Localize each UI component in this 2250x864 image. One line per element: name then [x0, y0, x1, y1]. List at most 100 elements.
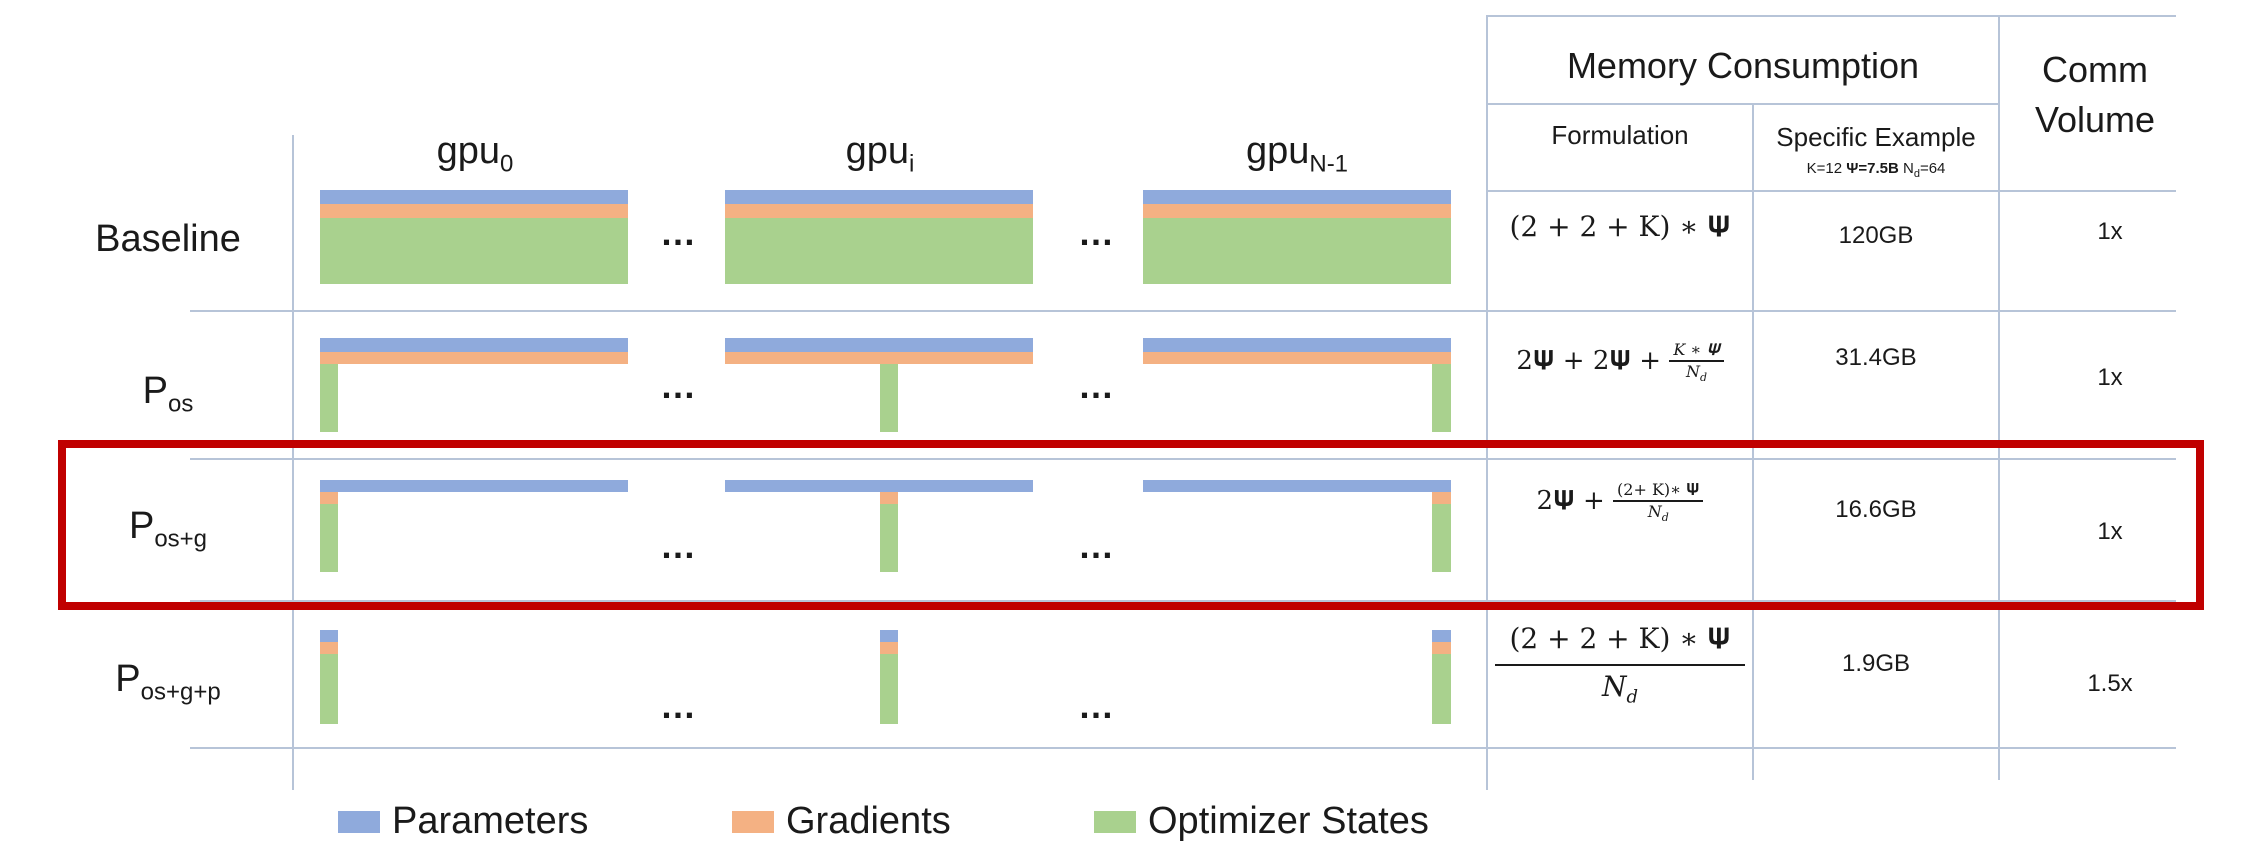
posgp-gpu0-gradients — [320, 642, 338, 654]
posgp-gpun-gradients — [1432, 642, 1451, 654]
pos-gpu0-optimizer — [320, 364, 338, 432]
pos-gpun-optimizer — [1432, 364, 1451, 432]
comm-volume-header: Comm Volume — [2034, 49, 2156, 140]
legend-parameters-swatch — [338, 810, 380, 833]
pos-gpui-parameters — [725, 338, 1033, 352]
row-pos-base: P — [142, 370, 168, 412]
formula-baseline: (2 + 2 + K) ∗ 𝚿 — [1509, 210, 1731, 243]
formula-posg: 2𝚿 + (2+ K)∗ 𝚿 Nd — [1488, 480, 1752, 524]
gpu-0-base: gpu — [436, 130, 501, 172]
example-nd-sub: d — [1913, 168, 1920, 180]
posg-gpu0-gradients — [320, 492, 338, 504]
legend-optimizer-label: Optimizer States — [1148, 800, 1429, 842]
posg-gpun-parameters — [1143, 480, 1451, 492]
formula-pos-den-sub: d — [1699, 371, 1707, 385]
posg-gpui-optimizer — [880, 504, 898, 572]
formula-posg-fraction: (2+ K)∗ 𝚿 Nd — [1613, 480, 1704, 525]
gpu-header-n-1: gpuN-1 — [1142, 130, 1452, 179]
posg-gpu0-optimizer — [320, 504, 338, 572]
formula-posg-num: (2+ K)∗ 𝚿 — [1613, 480, 1704, 502]
row-posg-sub: os+g — [154, 525, 208, 553]
comm-baseline: 1x — [2097, 218, 2123, 245]
baseline-gpu0-parameters — [320, 190, 628, 204]
grid-hline-row2 — [190, 458, 2176, 460]
posgp-gpui-gradients — [880, 642, 898, 654]
pos-ellipsis-2: … — [1078, 365, 1115, 406]
gpu-header-0: gpu0 — [320, 130, 630, 179]
posg-ellipsis-2: … — [1078, 525, 1115, 566]
example-nd-val: =64 — [1919, 160, 1946, 177]
baseline-gpu0-gradients — [320, 204, 628, 218]
memory-baseline: 120GB — [1838, 222, 1914, 249]
legend-optimizer-states: Optimizer States — [1094, 800, 1429, 843]
row-pos-sub: os — [168, 390, 194, 418]
highlight-pos-g-row — [58, 440, 2204, 610]
memory-posg: 16.6GB — [1835, 496, 1917, 523]
legend-parameters-label: Parameters — [392, 800, 589, 842]
posg-gpu0-parameters — [320, 480, 628, 492]
memory-pos: 31.4GB — [1835, 344, 1917, 371]
row-label-pos-g-p: Pos+g+p — [68, 658, 268, 707]
pos-gpui-optimizer — [880, 364, 898, 432]
comm-posg: 1x — [2097, 518, 2123, 545]
grid-hline-top — [1486, 15, 2176, 17]
row-label-baseline: Baseline — [68, 218, 268, 261]
grid-hline-row1 — [190, 310, 2176, 312]
baseline-gpun-gradients — [1143, 204, 1451, 218]
formula-posgp: (2 + 2 + K) ∗ 𝚿 Nd — [1494, 622, 1746, 708]
grid-hline-bottom — [190, 747, 2176, 749]
posg-gpun-optimizer — [1432, 504, 1451, 572]
formula-posgp-den-base: N — [1601, 670, 1627, 703]
legend-gradients-label: Gradients — [786, 800, 951, 842]
posg-gpun-gradients — [1432, 492, 1451, 504]
baseline-gpui-parameters — [725, 190, 1033, 204]
formula-pos-num: K ∗ 𝚿 — [1669, 340, 1724, 362]
baseline-gpun-parameters — [1143, 190, 1451, 204]
pos-gpun-gradients — [1143, 352, 1451, 364]
legend-optimizer-swatch — [1094, 810, 1136, 833]
baseline-gpui-gradients — [725, 204, 1033, 218]
example-k: K=12 — [1806, 160, 1843, 177]
comm-posgp: 1.5x — [2087, 670, 2133, 697]
formula-pos-left: 2𝚿 + 2𝚿 + — [1516, 346, 1662, 377]
formula-pos: 2𝚿 + 2𝚿 + K ∗ 𝚿 Nd — [1488, 340, 1752, 384]
posgp-gpu0-parameters — [320, 630, 338, 642]
posgp-gpu0-optimizer — [320, 654, 338, 724]
legend-gradients: Gradients — [732, 800, 951, 843]
formula-pos-fraction: K ∗ 𝚿 Nd — [1669, 340, 1724, 384]
pos-gpu0-parameters — [320, 338, 628, 352]
pos-gpu0-gradients — [320, 352, 628, 364]
gpu-n-1-base: gpu — [1245, 130, 1310, 172]
formula-posgp-den: Nd — [1495, 666, 1745, 708]
grid-vline-comm — [1998, 15, 2000, 780]
posgp-ellipsis-1: … — [660, 685, 697, 726]
row-label-pos: Pos — [68, 370, 268, 419]
posg-gpui-parameters — [725, 480, 1033, 492]
formula-posg-den-sub: d — [1661, 511, 1669, 525]
comm-pos: 1x — [2097, 364, 2123, 391]
specific-example-params: K=12 Ψ=7.5B Nd=64 — [1754, 160, 1998, 180]
example-nd: N — [1902, 160, 1914, 177]
grid-hline-row3 — [190, 600, 2176, 602]
pos-gpun-parameters — [1143, 338, 1451, 352]
gpu-n-1-sub: N-1 — [1309, 150, 1349, 178]
pos-ellipsis-1: … — [660, 365, 697, 406]
grid-vline-left — [292, 135, 294, 790]
row-posg-base: P — [128, 505, 155, 547]
specific-example-header: Specific Example — [1776, 122, 1976, 152]
baseline-gpui-optimizer — [725, 218, 1033, 284]
posgp-gpun-parameters — [1432, 630, 1451, 642]
formula-posg-den-base: N — [1647, 502, 1662, 521]
posgp-gpun-optimizer — [1432, 654, 1451, 724]
formula-pos-den-base: N — [1685, 362, 1700, 381]
formula-posgp-fraction: (2 + 2 + K) ∗ 𝚿 Nd — [1495, 622, 1745, 708]
grid-hline-memory — [1486, 103, 1998, 105]
baseline-gpu0-optimizer — [320, 218, 628, 284]
formula-pos-den: Nd — [1669, 362, 1723, 384]
row-posgp-sub: os+g+p — [140, 678, 221, 706]
row-posgp-base: P — [115, 658, 141, 700]
posgp-gpui-parameters — [880, 630, 898, 642]
gpu-0-sub: 0 — [500, 150, 514, 178]
formula-posgp-num: (2 + 2 + K) ∗ 𝚿 — [1495, 622, 1745, 666]
gpu-i-base: gpu — [845, 130, 910, 172]
